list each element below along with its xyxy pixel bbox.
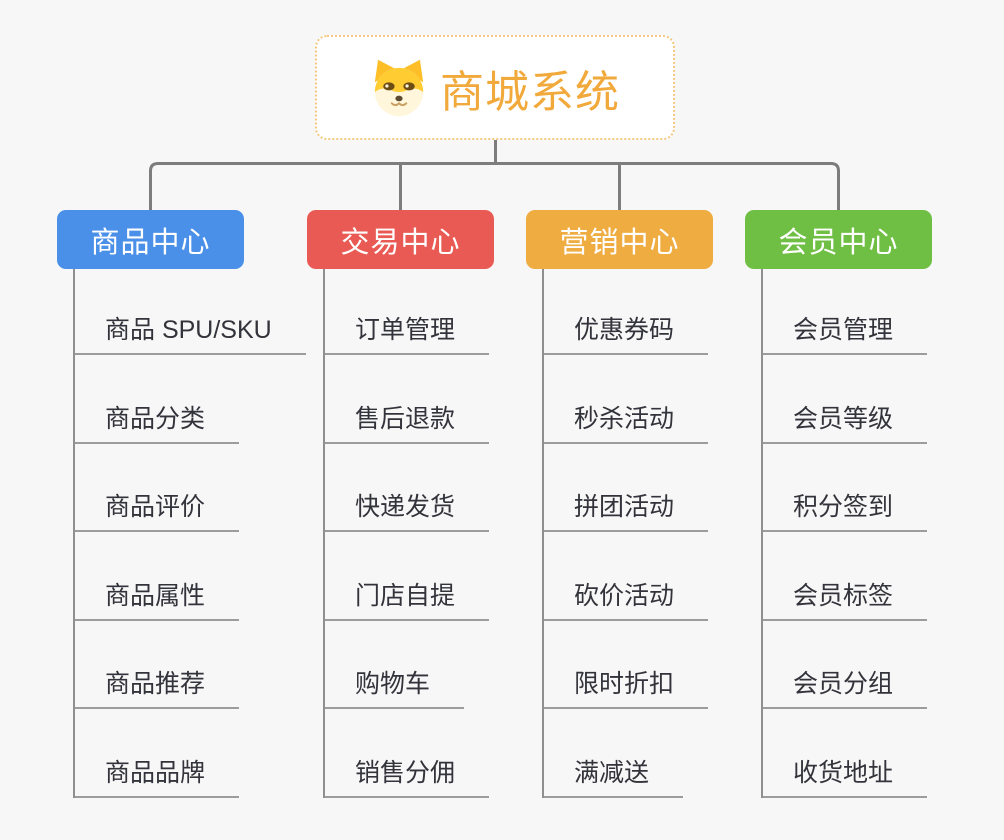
child-node-label[interactable]: 购物车 bbox=[325, 664, 465, 710]
branch-product: 商品中心 商品 SPU/SKU 商品分类商品评价商品属性商品推荐商品品牌 bbox=[57, 210, 307, 798]
child-node-label[interactable]: 收货地址 bbox=[763, 753, 928, 798]
shiba-dog-icon bbox=[370, 58, 428, 118]
child-node-label[interactable]: 商品 SPU/SKU bbox=[75, 310, 306, 355]
child-row: 砍价活动 bbox=[544, 532, 776, 621]
child-node-label[interactable]: 商品品牌 bbox=[75, 753, 240, 798]
child-node-label[interactable]: 砍价活动 bbox=[544, 576, 709, 621]
child-row: 满减送 bbox=[544, 709, 776, 798]
branch-header-product[interactable]: 商品中心 bbox=[57, 210, 244, 269]
branch-header-trade[interactable]: 交易中心 bbox=[307, 210, 494, 269]
child-row: 会员标签 bbox=[763, 532, 995, 621]
child-node-label[interactable]: 商品属性 bbox=[75, 576, 240, 621]
child-row: 商品分类 bbox=[75, 355, 307, 444]
child-node-label[interactable]: 会员等级 bbox=[763, 399, 928, 444]
child-node-label[interactable]: 限时折扣 bbox=[544, 664, 709, 710]
child-node-label[interactable]: 商品推荐 bbox=[75, 664, 240, 710]
child-node-label[interactable]: 商品评价 bbox=[75, 487, 240, 533]
child-row: 优惠券码 bbox=[544, 269, 776, 355]
child-node-label[interactable]: 会员管理 bbox=[763, 310, 928, 355]
child-node-label[interactable]: 秒杀活动 bbox=[544, 399, 709, 444]
child-row: 购物车 bbox=[325, 621, 557, 710]
child-row: 会员管理 bbox=[763, 269, 995, 355]
child-row: 商品评价 bbox=[75, 444, 307, 533]
branch-children: 商品 SPU/SKU 商品分类商品评价商品属性商品推荐商品品牌 bbox=[73, 269, 307, 798]
root-title: 商城系统 bbox=[440, 67, 620, 117]
child-node-label[interactable]: 会员分组 bbox=[763, 664, 928, 710]
child-row: 快递发货 bbox=[325, 444, 557, 533]
child-row: 会员分组 bbox=[763, 621, 995, 710]
branch-children: 优惠券码秒杀活动拼团活动砍价活动限时折扣满减送 bbox=[542, 269, 776, 798]
bus-line bbox=[149, 162, 840, 210]
child-row: 商品属性 bbox=[75, 532, 307, 621]
child-node-label[interactable]: 商品分类 bbox=[75, 399, 240, 444]
child-row: 商品 SPU/SKU bbox=[75, 269, 307, 355]
child-row: 拼团活动 bbox=[544, 444, 776, 533]
child-node-label[interactable]: 优惠券码 bbox=[544, 310, 709, 355]
child-row: 限时折扣 bbox=[544, 621, 776, 710]
branch-header-member[interactable]: 会员中心 bbox=[745, 210, 932, 269]
child-row: 收货地址 bbox=[763, 709, 995, 798]
child-row: 积分签到 bbox=[763, 444, 995, 533]
child-node-label[interactable]: 积分签到 bbox=[763, 487, 928, 533]
child-node-label[interactable]: 拼团活动 bbox=[544, 487, 709, 533]
child-node-label[interactable]: 满减送 bbox=[544, 753, 684, 798]
child-row: 商品品牌 bbox=[75, 709, 307, 798]
branch-children: 会员管理会员等级积分签到会员标签会员分组收货地址 bbox=[761, 269, 995, 798]
child-row: 订单管理 bbox=[325, 269, 557, 355]
child-node-label[interactable]: 售后退款 bbox=[325, 399, 490, 444]
child-node-label[interactable]: 会员标签 bbox=[763, 576, 928, 621]
child-row: 会员等级 bbox=[763, 355, 995, 444]
child-node-label[interactable]: 订单管理 bbox=[325, 310, 490, 355]
child-row: 商品推荐 bbox=[75, 621, 307, 710]
branch-trade: 交易中心 订单管理售后退款快递发货门店自提购物车销售分佣 bbox=[307, 210, 557, 798]
branch-marketing: 营销中心 优惠券码秒杀活动拼团活动砍价活动限时折扣满减送 bbox=[526, 210, 776, 798]
child-node-label[interactable]: 快递发货 bbox=[325, 487, 490, 533]
child-row: 秒杀活动 bbox=[544, 355, 776, 444]
child-row: 销售分佣 bbox=[325, 709, 557, 798]
root-node[interactable]: 商城系统 bbox=[315, 35, 675, 140]
branch-header-marketing[interactable]: 营销中心 bbox=[526, 210, 713, 269]
branch-member: 会员中心 会员管理会员等级积分签到会员标签会员分组收货地址 bbox=[745, 210, 995, 798]
branch-children: 订单管理售后退款快递发货门店自提购物车销售分佣 bbox=[323, 269, 557, 798]
child-row: 售后退款 bbox=[325, 355, 557, 444]
child-node-label[interactable]: 销售分佣 bbox=[325, 753, 490, 798]
child-node-label[interactable]: 门店自提 bbox=[325, 576, 490, 621]
child-row: 门店自提 bbox=[325, 532, 557, 621]
